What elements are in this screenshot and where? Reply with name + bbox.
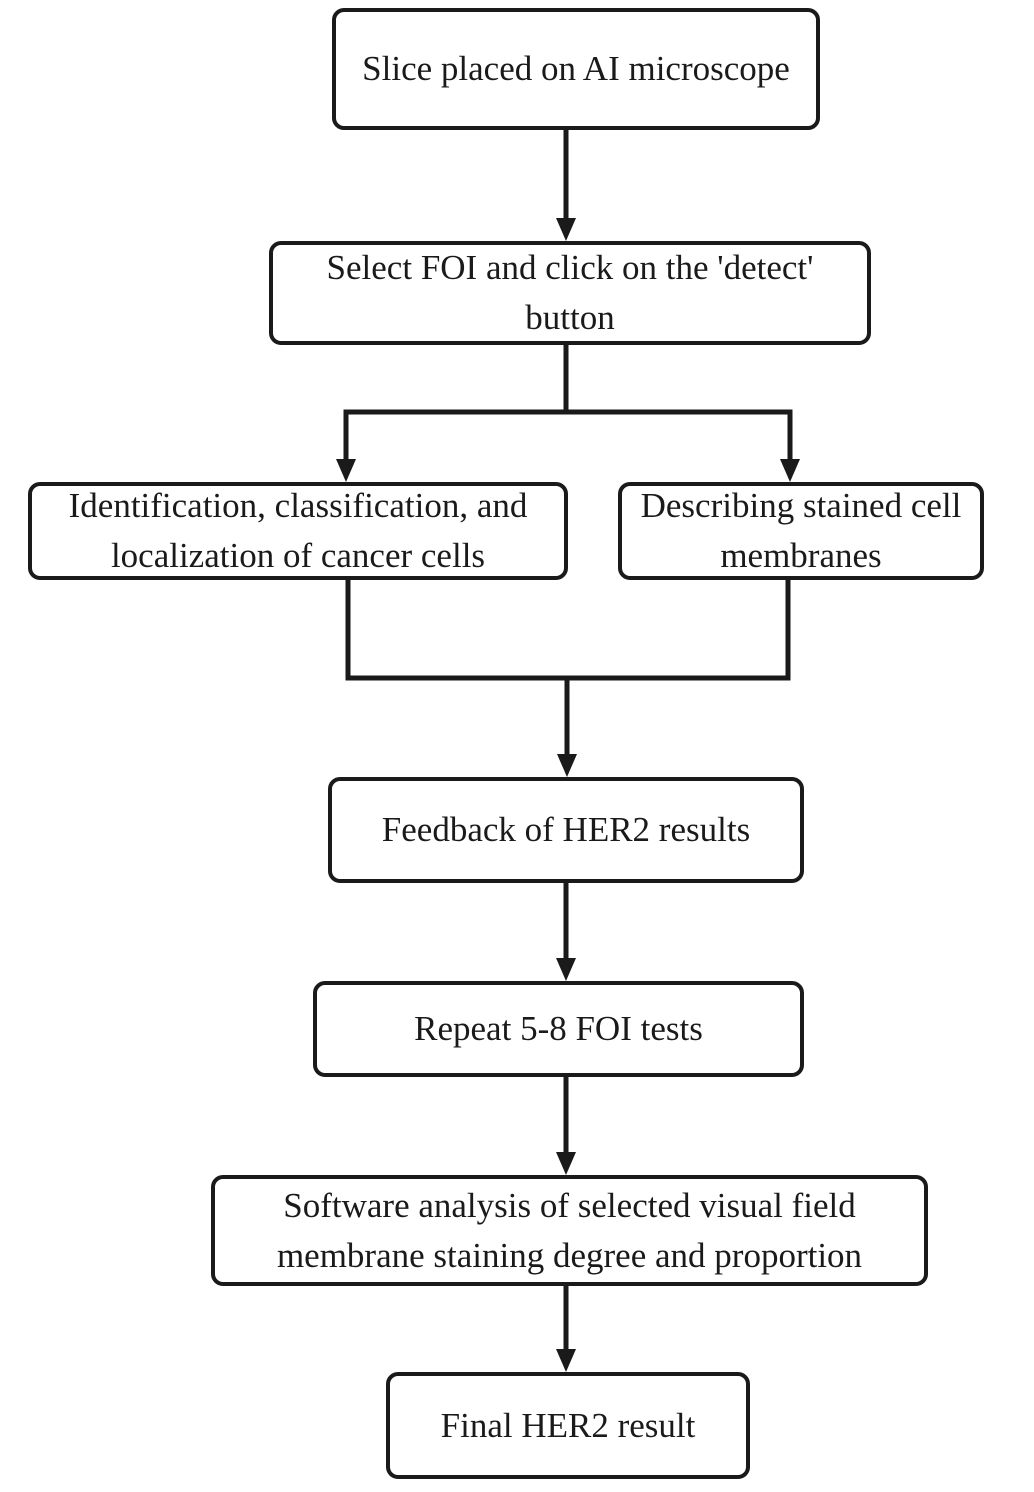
step-software-label: Software analysis of selected visual fie… (276, 1185, 863, 1275)
step-final-box: Final HER2 result (386, 1372, 750, 1479)
step-slice-label: Slice placed on AI microscope (362, 49, 790, 88)
step-feedback-box: Feedback of HER2 results (328, 777, 804, 883)
step-final-label: Final HER2 result (440, 1405, 696, 1445)
arrowhead-feedback (557, 754, 577, 777)
step-select-box: Select FOI and click on the 'detect' but… (269, 241, 871, 345)
step-repeat-box: Repeat 5-8 FOI tests (313, 981, 804, 1077)
step-identification-box: Identification, classification, and loca… (28, 482, 568, 580)
step-identification-label: Identification, classification, and loca… (68, 486, 528, 575)
merge-branch-line (345, 577, 791, 681)
step-slice-box: Slice placed on AI microscope (332, 8, 820, 130)
arrowhead-repeat (556, 958, 576, 981)
arrowhead-final (556, 1349, 576, 1372)
arrowhead-software (556, 1152, 576, 1175)
step-describing-box: Describing stained cell membranes (618, 482, 984, 580)
arrowheads (336, 218, 800, 1372)
step-software-box: Software analysis of selected visual fie… (211, 1175, 928, 1286)
step-describing-label: Describing stained cell membranes (640, 486, 962, 575)
step-select-label: Select FOI and click on the 'detect' but… (326, 248, 814, 337)
step-repeat-label: Repeat 5-8 FOI tests (414, 1009, 703, 1048)
arrowhead-identification (336, 459, 356, 482)
arrowhead-describing (780, 459, 800, 482)
connector-lines (343, 127, 793, 1356)
step-feedback-label: Feedback of HER2 results (381, 810, 751, 849)
split-branch-line (343, 409, 793, 465)
arrowhead-select (556, 218, 576, 241)
